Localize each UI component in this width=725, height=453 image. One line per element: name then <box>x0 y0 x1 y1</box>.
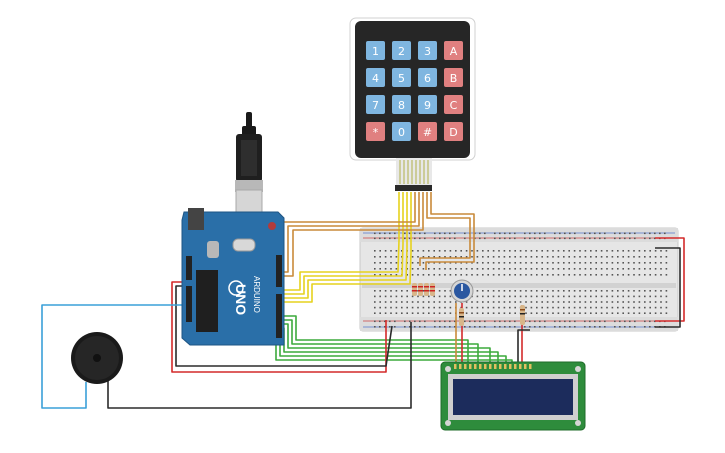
usb-cable <box>235 112 263 217</box>
key-2[interactable]: 2 <box>392 41 411 60</box>
key-label: B <box>450 72 458 85</box>
lcd-screen <box>453 379 573 415</box>
keypad-header <box>395 185 432 191</box>
wire-keypad-4 <box>281 192 412 303</box>
wire-buzzer-ground <box>107 322 412 409</box>
key-D[interactable]: D <box>444 122 463 141</box>
arduino-uno[interactable]: ARDUINO UNO <box>181 208 285 346</box>
piezo-buzzer[interactable] <box>71 332 123 384</box>
key-1[interactable]: 1 <box>366 41 385 60</box>
key-9[interactable]: 9 <box>418 95 437 114</box>
key-label: * <box>373 126 379 139</box>
key-7[interactable]: 7 <box>366 95 385 114</box>
key-0[interactable]: 0 <box>392 122 411 141</box>
keypad-connector-pins <box>399 160 429 184</box>
key-label: C <box>450 99 458 112</box>
wire-power-5v <box>171 281 387 373</box>
key-8[interactable]: 8 <box>392 95 411 114</box>
key-label: 8 <box>398 99 405 112</box>
wire-keypad-2 <box>281 192 404 295</box>
resistor-5 <box>459 308 464 326</box>
resistor-3 <box>424 283 429 296</box>
key-label: A <box>450 45 458 58</box>
wire-keypad-9 <box>425 192 475 270</box>
breadboard-holes <box>374 232 668 328</box>
key-6[interactable]: 6 <box>418 68 437 87</box>
key-label: 4 <box>372 72 379 85</box>
key-label: 9 <box>424 99 431 112</box>
key-5[interactable]: 5 <box>392 68 411 87</box>
key-label: 7 <box>372 99 379 112</box>
resistor-4 <box>430 283 435 296</box>
wire-ground <box>175 285 393 367</box>
resistor-1 <box>412 283 417 296</box>
key-A[interactable]: A <box>444 41 463 60</box>
key-label: 6 <box>424 72 431 85</box>
breadboard[interactable] <box>359 227 679 332</box>
wire-keypad-3 <box>281 192 408 299</box>
wire-keypad-7 <box>276 192 424 277</box>
wire-keypad-8 <box>419 192 471 266</box>
key-*[interactable]: * <box>366 122 385 141</box>
arduino-brand-label: ARDUINO <box>252 276 261 313</box>
key-3[interactable]: 3 <box>418 41 437 60</box>
resistors[interactable] <box>412 283 525 326</box>
arduino-logo-icon <box>228 280 244 296</box>
key-label: # <box>423 126 432 139</box>
keypad[interactable]: 1 2 3 A 4 5 6 B 7 8 9 C * 0 # D <box>349 17 476 191</box>
key-label: 5 <box>398 72 405 85</box>
lcd-16x2[interactable] <box>440 361 586 431</box>
wire-lcd-ground <box>517 329 530 366</box>
key-#[interactable]: # <box>418 122 437 141</box>
key-label: 3 <box>424 45 431 58</box>
key-label: D <box>449 126 457 139</box>
resistor-2 <box>418 283 423 296</box>
resistor-6 <box>520 305 525 325</box>
wire-rail-power <box>655 237 685 322</box>
key-B[interactable]: B <box>444 68 463 87</box>
wire-keypad-1 <box>281 192 400 291</box>
wire-rail-ground <box>655 247 681 328</box>
key-label: 2 <box>398 45 405 58</box>
potentiometer[interactable] <box>450 279 474 303</box>
key-4[interactable]: 4 <box>366 68 385 87</box>
key-C[interactable]: C <box>444 95 463 114</box>
keypad-keys[interactable]: 1 2 3 A 4 5 6 B 7 8 9 C * 0 # D <box>366 41 463 141</box>
key-label: 0 <box>398 126 405 139</box>
lcd-pins <box>454 364 532 369</box>
arduino-model-label: UNO <box>233 284 249 315</box>
key-label: 1 <box>372 45 379 58</box>
wire-buzzer-signal <box>41 304 200 409</box>
